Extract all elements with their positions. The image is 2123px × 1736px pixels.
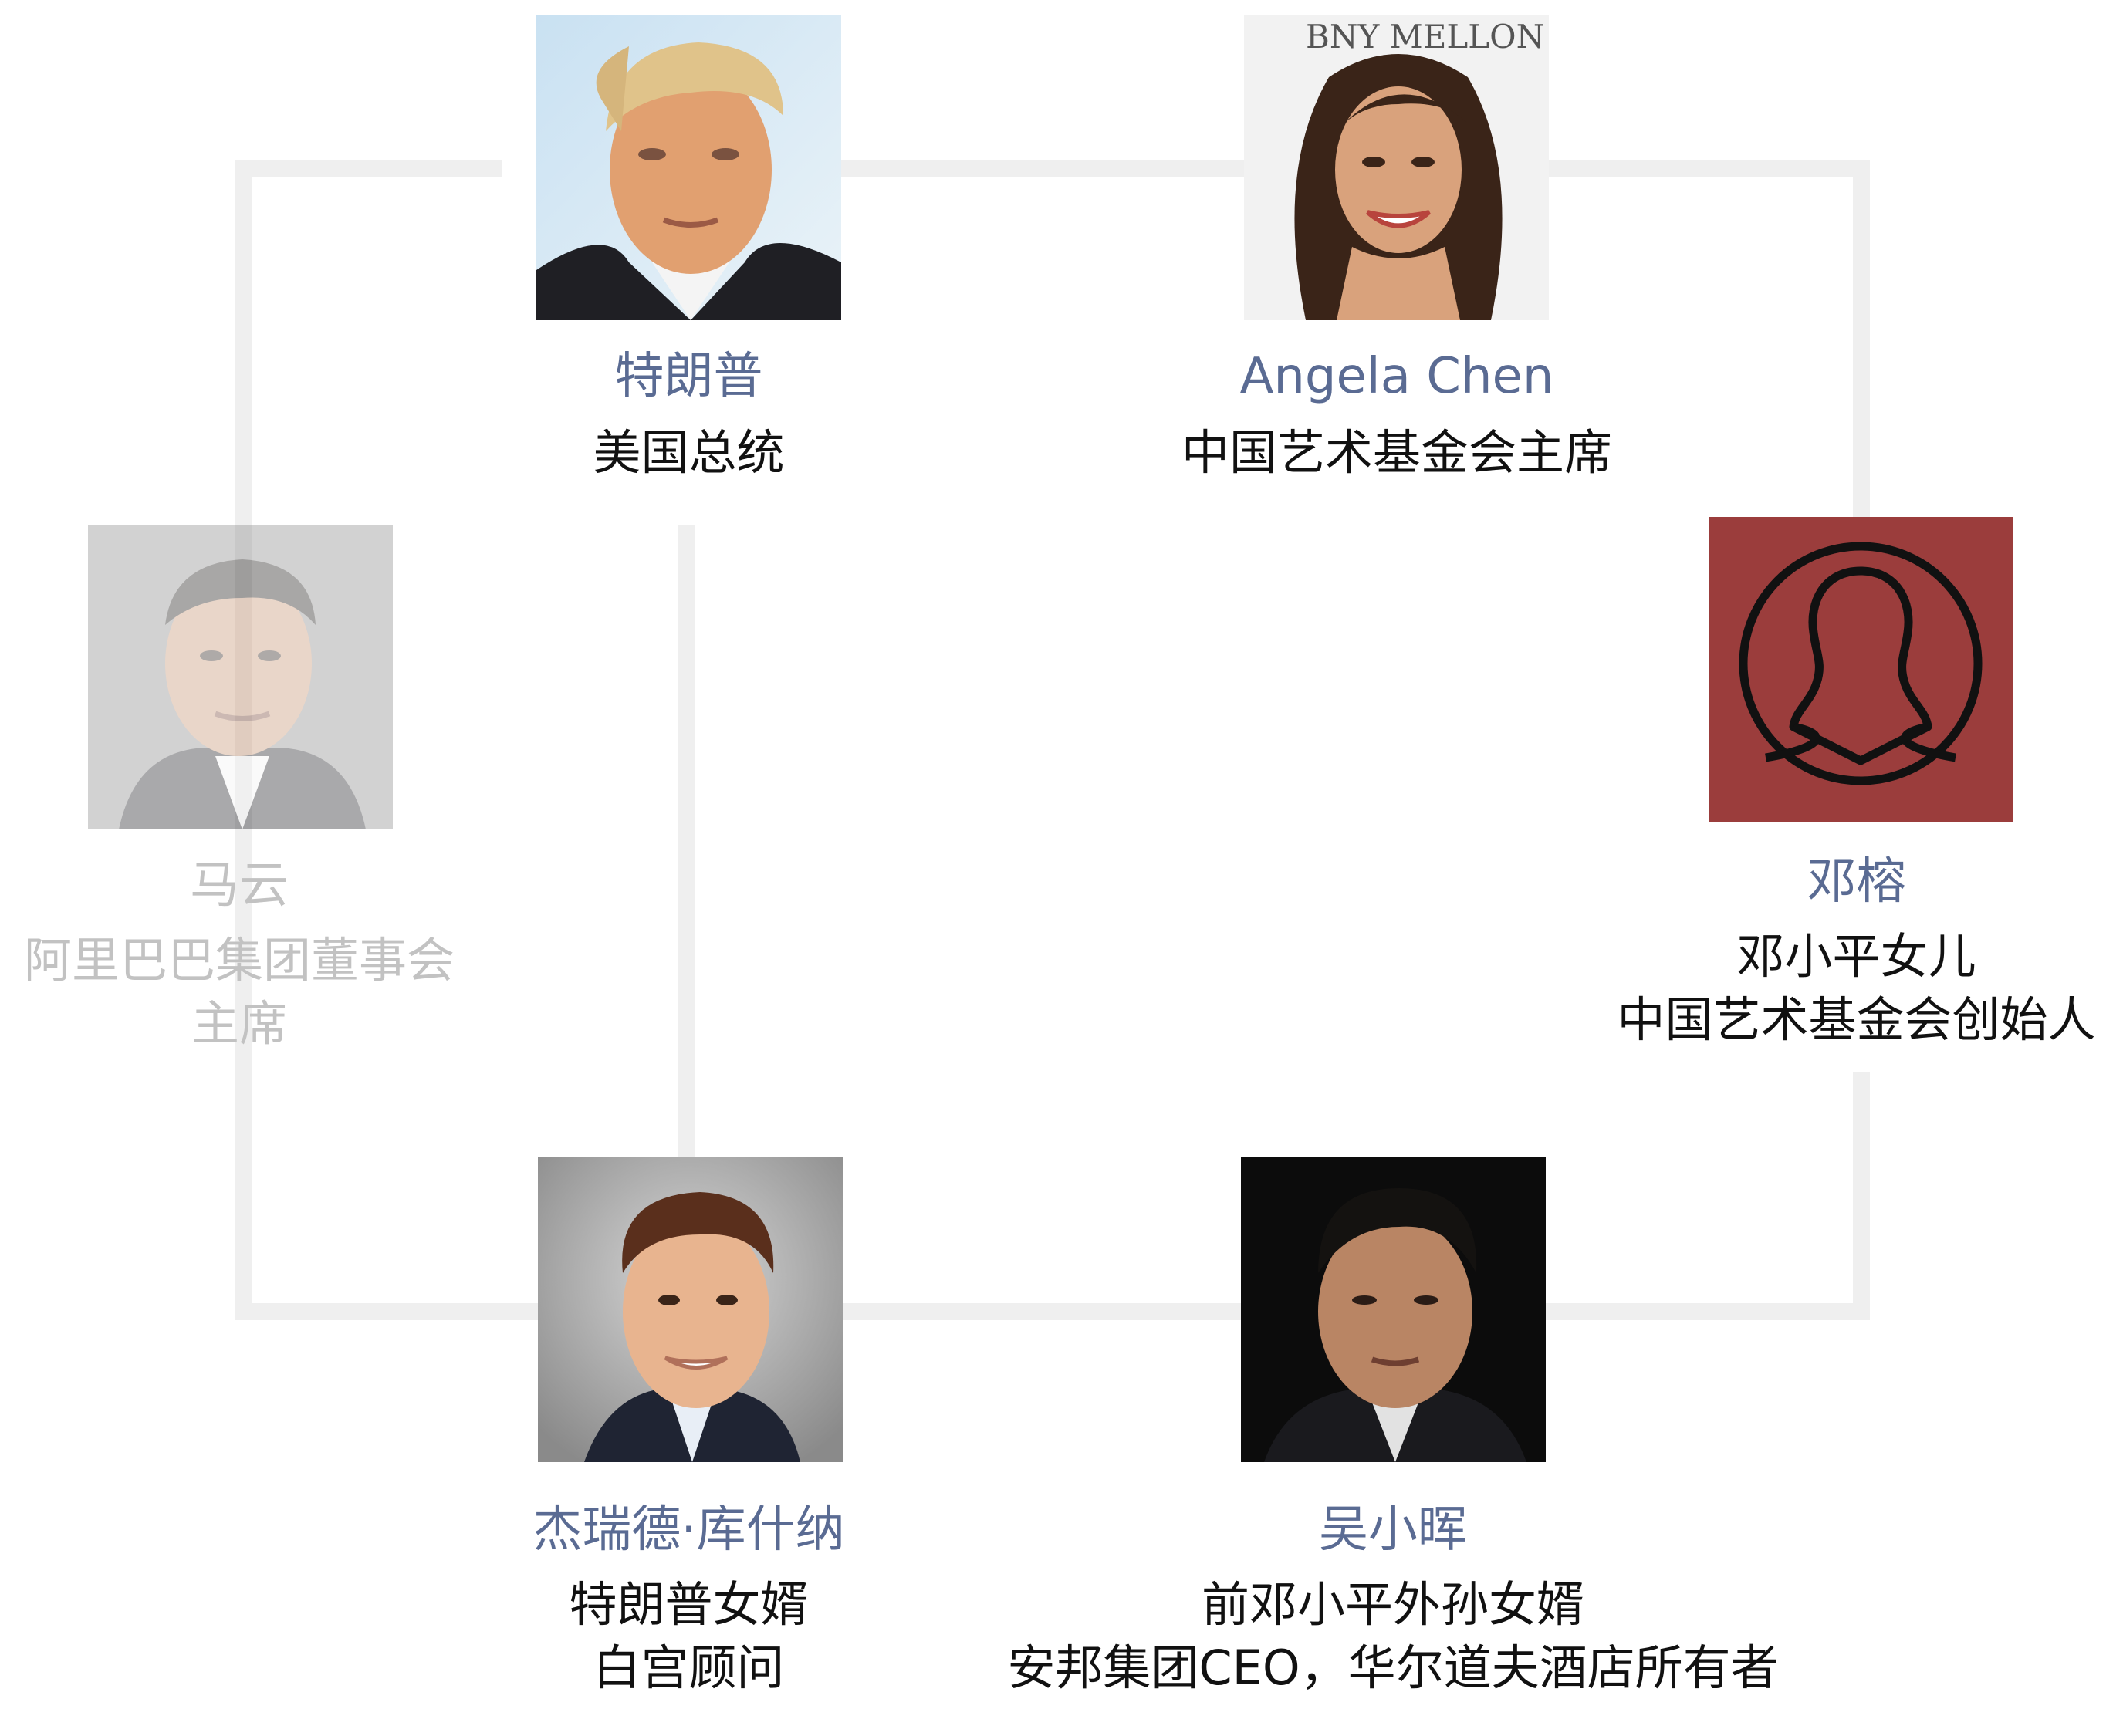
deng-rong-label: 邓榕 邓小平女儿 中国艺术基金会创始人 [1590,853,2123,1052]
jack-ma-role-line-1: 阿里巴巴集团董事会 [23,932,455,988]
kushner-name: 杰瑞德·库什纳 [532,1501,845,1559]
angela-chen-name: Angela Chen [1239,348,1554,405]
connector-right-top [1543,160,1870,521]
wu-xiaohui-photo [1241,1157,1546,1462]
jack-ma-role-line-2: 主席 [191,995,287,1052]
wu-xiaohui-role-line-1: 前邓小平外孙女婿 [1201,1576,1584,1633]
jack-ma-label: 马云 阿里巴巴集团董事会 主席 [0,856,478,1055]
deng-rong-name: 邓榕 [1807,853,1906,910]
angela-chen-role: 中国艺术基金会主席 [1181,424,1612,481]
angela-chen-photo: BNY MELLON [1244,15,1549,320]
trump-role: 美国总统 [593,424,785,481]
jack-ma-name: 马云 [190,857,289,914]
angela-chen-label: Angela Chen 中国艺术基金会主席 [1119,347,1675,485]
wu-xiaohui-label: 吴小晖 前邓小平外孙女婿 安邦集团CEO，华尔道夫酒店所有者 [949,1501,1837,1700]
connector-right-bottom [1543,1072,1870,1320]
deng-rong-photo [1709,517,2013,822]
female-user-icon [1739,542,1983,785]
connector-outer-left [235,160,540,1320]
trump-photo [536,15,841,320]
kushner-role-line-1: 特朗普女婿 [569,1576,809,1633]
kushner-label: 杰瑞德·库什纳 特朗普女婿 白宫顾问 [455,1501,922,1700]
jack-ma-photo [88,525,393,829]
trump-label: 特朗普 美国总统 [455,347,922,485]
wu-xiaohui-name: 吴小晖 [1319,1501,1467,1559]
deng-rong-role-line-2: 中国艺术基金会创始人 [1617,991,2096,1048]
kushner-role-line-2: 白宫顾问 [593,1640,785,1696]
trump-name: 特朗普 [614,348,763,405]
deng-rong-role-line-1: 邓小平女儿 [1736,928,1976,985]
photo-backdrop-text: BNY MELLON [1306,18,1544,56]
wu-xiaohui-role-line-2: 安邦集团CEO，华尔道夫酒店所有者 [1007,1640,1779,1696]
kushner-photo [538,1157,843,1462]
